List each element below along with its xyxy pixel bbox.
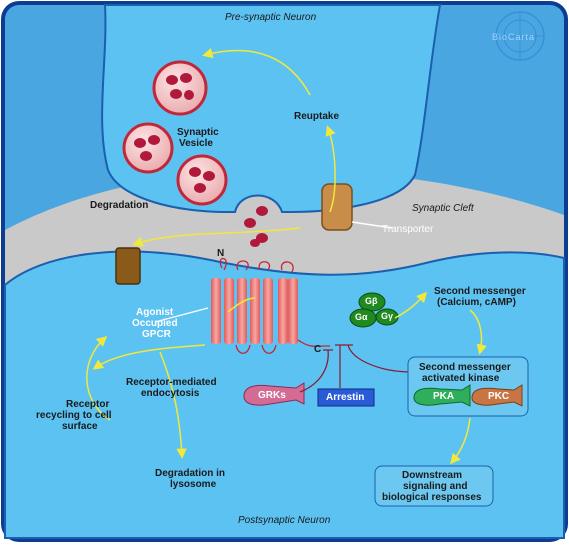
pkc-protein [471, 384, 523, 407]
g-beta-label: Gβ [365, 296, 378, 306]
logo-text: BioCarta [492, 32, 536, 42]
downstream-label-2: signaling and [403, 481, 468, 492]
grks-label: GRKs [258, 390, 286, 401]
lysosome-label-1: Degradation in [155, 468, 226, 479]
agonist-label-3: GPCR [142, 329, 171, 340]
synaptic-cleft-label: Synaptic Cleft [412, 203, 474, 214]
degradation-enzyme [115, 247, 141, 285]
second-messenger-label-1: Second messenger [434, 286, 526, 297]
second-messenger-label-2: (Calcium, cAMP) [437, 297, 516, 308]
arrestin-label: Arrestin [326, 392, 365, 403]
presynaptic-neuron [101, 3, 442, 213]
agonist-label-2: Occupied [132, 318, 178, 329]
inhibition-lines [299, 344, 413, 393]
postsynaptic-label: Postsynaptic Neuron [238, 515, 331, 526]
synaptic-vesicle-label-1: Synaptic [177, 127, 219, 138]
arrestin-protein [317, 388, 375, 407]
g-alpha-label: Gα [355, 312, 368, 322]
synaptic-vesicle-label-2: Vesicle [179, 138, 213, 149]
endocytosis-label-1: Receptor-mediated [126, 377, 217, 388]
synaptic-vesicle [122, 122, 174, 174]
synaptic-vesicle [152, 60, 208, 116]
pka-label: PKA [433, 391, 455, 402]
endocytosis-label-2: endocytosis [141, 388, 200, 399]
recycling-label-1: Receptor [66, 399, 110, 410]
gpcr-receptor [211, 257, 331, 354]
biocarta-logo [495, 11, 545, 61]
downstream-label-3: biological responses [382, 492, 482, 503]
transporter [321, 183, 353, 231]
n-terminus-label: N [217, 248, 225, 259]
transporter-label: Transporter [382, 224, 434, 235]
pka-protein [413, 384, 471, 407]
c-terminus-label: C [314, 344, 322, 355]
recycling-label-3: surface [62, 421, 98, 432]
presynaptic-label: Pre-synaptic Neuron [225, 12, 317, 23]
g-protein-complex [349, 292, 399, 328]
synaptic-vesicle [176, 154, 228, 206]
downstream-box [374, 465, 494, 507]
pkc-label: PKC [488, 391, 510, 402]
kinase-label-2: activated kinase [422, 373, 500, 384]
grks-protein [243, 382, 305, 406]
lysosome-label-2: lysosome [170, 479, 217, 490]
degradation-label: Degradation [90, 200, 149, 211]
reuptake-label: Reuptake [294, 111, 340, 122]
neurotransmitter [244, 206, 268, 247]
g-gamma-label: Gγ [381, 311, 394, 321]
kinase-label-1: Second messenger [419, 362, 511, 373]
flow-arrows [86, 48, 487, 465]
recycling-label-2: recycling to cell [36, 410, 112, 421]
downstream-label-1: Downstream [402, 470, 463, 481]
agonist-label-1: Agonist [136, 307, 174, 318]
